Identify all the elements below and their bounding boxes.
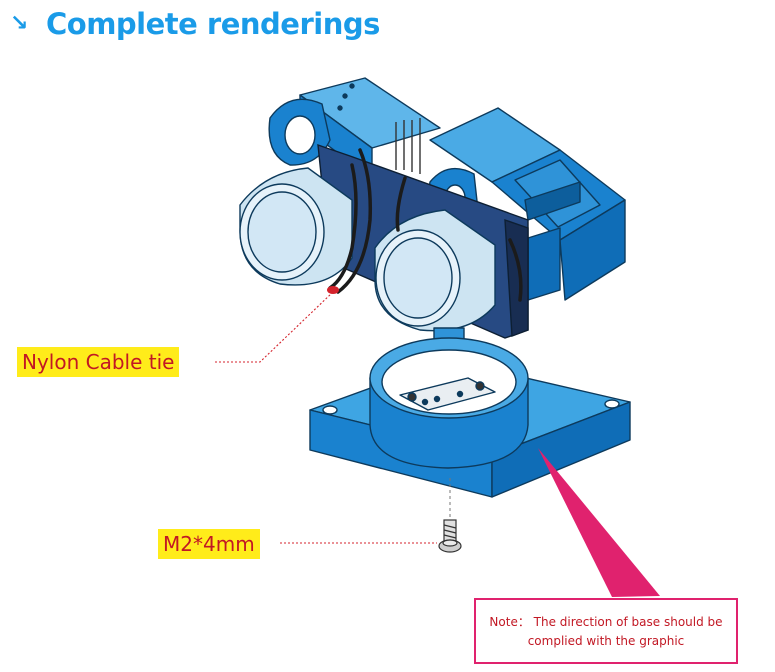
nylon-tie-marker [327,286,339,294]
arrow-down-right-icon: ↘ [10,11,29,36]
ultrasonic-transducers [239,167,496,332]
servo-base [309,327,631,498]
note-line-2: complied with the graphic [527,634,685,648]
nylon-cable-tie-label: Nylon Cable tie [17,347,180,377]
wire-cables [328,148,523,302]
note-box: Note： The direction of base should be co… [474,598,738,664]
nylon-leader-line [215,291,334,363]
screw-size-label: M2*4mm [158,529,260,559]
header-pins [395,118,421,174]
m2-screw-drawing [438,519,462,553]
note-line-1: Note： The direction of base should be [489,615,723,629]
section-header: ↘ Complete renderings [10,4,380,44]
note-pointer [538,448,660,597]
tilt-bracket [299,77,626,301]
page-title: Complete renderings [46,7,380,41]
